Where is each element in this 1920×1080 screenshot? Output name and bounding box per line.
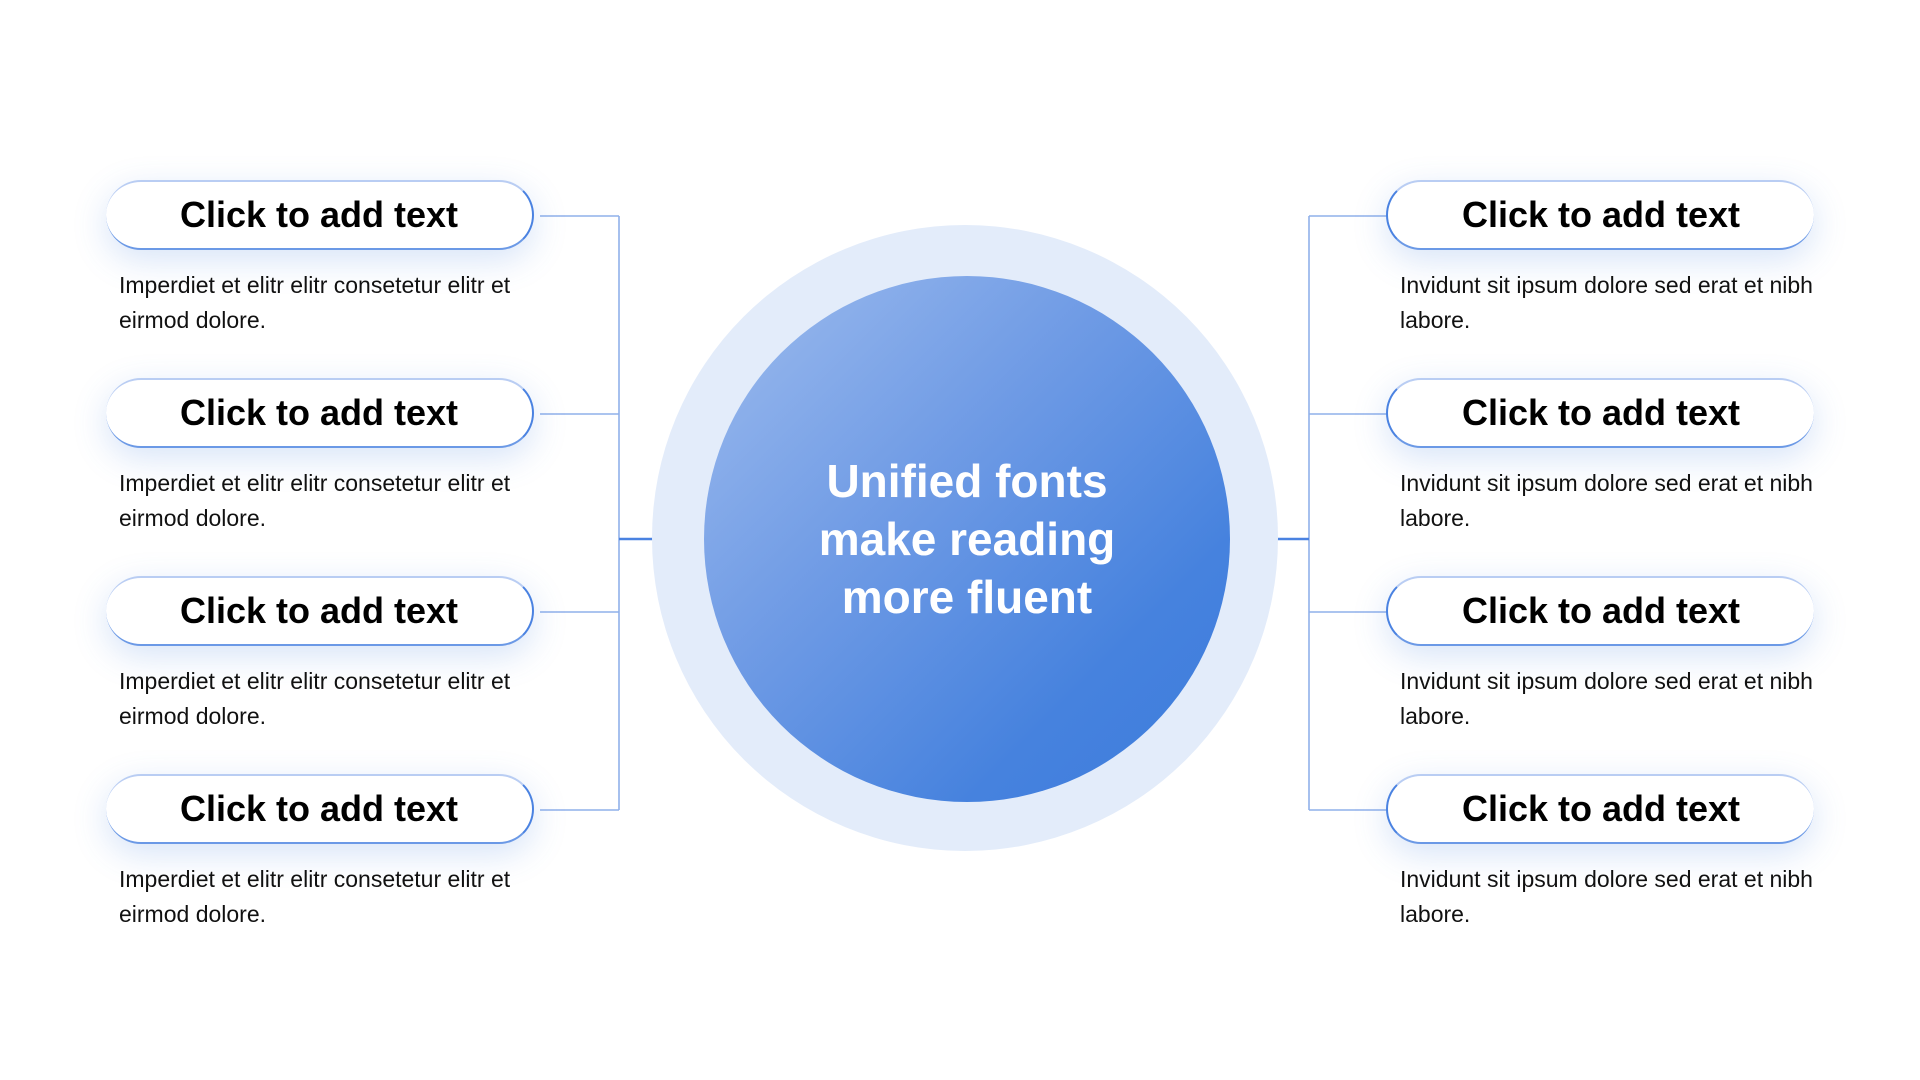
left-item-3-title[interactable]: Click to add text <box>106 576 534 646</box>
left-item-2-description[interactable]: Imperdiet et elitr elitr consetetur elit… <box>119 470 511 531</box>
right-item-2-description[interactable]: Invidunt sit ipsum dolore sed erat et ni… <box>1400 470 1813 531</box>
right-item-4-description[interactable]: Invidunt sit ipsum dolore sed erat et ni… <box>1400 866 1813 927</box>
left-item-4-description[interactable]: Imperdiet et elitr elitr consetetur elit… <box>119 866 511 927</box>
right-item-4-title[interactable]: Click to add text <box>1386 774 1814 844</box>
right-connector-group <box>1308 215 1388 811</box>
left-item-2-title[interactable]: Click to add text <box>106 378 534 448</box>
right-item-2-title[interactable]: Click to add text <box>1386 378 1814 448</box>
left-item-1-title[interactable]: Click to add text <box>106 180 534 250</box>
center-circle[interactable]: Unified fonts make reading more fluent <box>704 276 1230 802</box>
right-item-3-description[interactable]: Invidunt sit ipsum dolore sed erat et ni… <box>1400 668 1813 729</box>
right-item-3-title[interactable]: Click to add text <box>1386 576 1814 646</box>
left-item-4-title[interactable]: Click to add text <box>106 774 534 844</box>
left-connector-group <box>540 215 620 811</box>
left-item-1-description[interactable]: Imperdiet et elitr elitr consetetur elit… <box>119 272 511 333</box>
center-title[interactable]: Unified fonts make reading more fluent <box>818 455 1116 623</box>
left-item-3-description[interactable]: Imperdiet et elitr elitr consetetur elit… <box>119 668 511 729</box>
right-item-1-description[interactable]: Invidunt sit ipsum dolore sed erat et ni… <box>1400 272 1813 333</box>
right-item-1-title[interactable]: Click to add text <box>1386 180 1814 250</box>
